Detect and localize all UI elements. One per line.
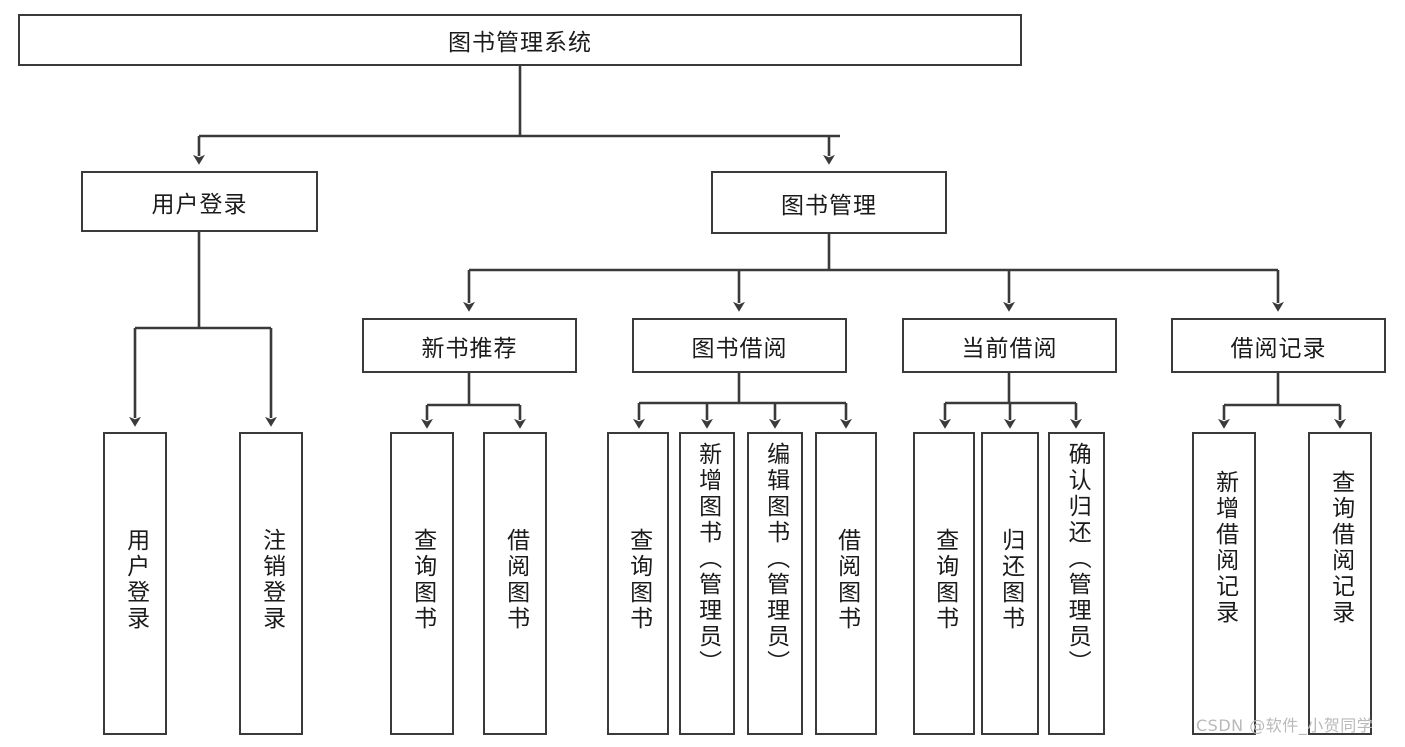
leaf-return-books-label: 归还图书	[997, 528, 1024, 632]
node-borrow-record[interactable]: 借阅记录	[1171, 318, 1386, 373]
leaf-edit-book-admin-label: 编辑图书（管理员）	[762, 442, 789, 676]
node-user-login[interactable]: 用户登录	[81, 171, 318, 232]
leaf-query-books-1[interactable]: 查询图书	[390, 432, 454, 735]
leaf-user-login[interactable]: 用户登录	[103, 432, 167, 735]
leaf-edit-book-admin[interactable]: 编辑图书（管理员）	[747, 432, 803, 735]
leaf-logout[interactable]: 注销登录	[239, 432, 303, 735]
node-current-borrow-label: 当前借阅	[961, 335, 1058, 362]
leaf-query-books-2[interactable]: 查询图书	[607, 432, 669, 735]
node-root-label: 图书管理系统	[448, 30, 592, 56]
leaf-user-login-label: 用户登录	[122, 528, 149, 632]
leaf-query-books-3-label: 查询图书	[931, 528, 958, 632]
node-new-book-recommend-label: 新书推荐	[421, 335, 518, 362]
node-book-management-label: 图书管理	[781, 192, 877, 219]
leaf-query-books-1-label: 查询图书	[409, 528, 436, 632]
node-borrow-record-label: 借阅记录	[1230, 335, 1327, 362]
leaf-confirm-return-admin[interactable]: 确认归还（管理员）	[1048, 432, 1105, 735]
leaf-add-book-admin[interactable]: 新增图书（管理员）	[679, 432, 735, 735]
leaf-borrow-books-1-label: 借阅图书	[502, 528, 529, 632]
leaf-return-books[interactable]: 归还图书	[981, 432, 1039, 735]
leaf-add-borrow-record-label: 新增借阅记录	[1211, 470, 1238, 626]
leaf-add-borrow-record[interactable]: 新增借阅记录	[1192, 432, 1256, 735]
node-current-borrow[interactable]: 当前借阅	[902, 318, 1117, 373]
leaf-confirm-return-admin-label: 确认归还（管理员）	[1064, 442, 1091, 676]
node-book-management[interactable]: 图书管理	[711, 171, 947, 234]
node-book-borrow-label: 图书借阅	[691, 335, 788, 362]
leaf-query-borrow-record[interactable]: 查询借阅记录	[1308, 432, 1372, 735]
node-new-book-recommend[interactable]: 新书推荐	[362, 318, 577, 373]
leaf-borrow-books-2[interactable]: 借阅图书	[815, 432, 877, 735]
leaf-query-books-2-label: 查询图书	[625, 528, 652, 632]
leaf-add-book-admin-label: 新增图书（管理员）	[694, 442, 721, 676]
node-user-login-label: 用户登录	[151, 191, 248, 218]
leaf-logout-label: 注销登录	[258, 528, 285, 632]
node-book-borrow[interactable]: 图书借阅	[632, 318, 847, 373]
leaf-borrow-books-2-label: 借阅图书	[833, 528, 860, 632]
leaf-query-borrow-record-label: 查询借阅记录	[1327, 470, 1354, 626]
node-root[interactable]: 图书管理系统	[18, 14, 1022, 66]
csdn-watermark: CSDN @软件_小贺同学	[1196, 716, 1374, 735]
leaf-borrow-books-1[interactable]: 借阅图书	[483, 432, 547, 735]
leaf-query-books-3[interactable]: 查询图书	[913, 432, 975, 735]
